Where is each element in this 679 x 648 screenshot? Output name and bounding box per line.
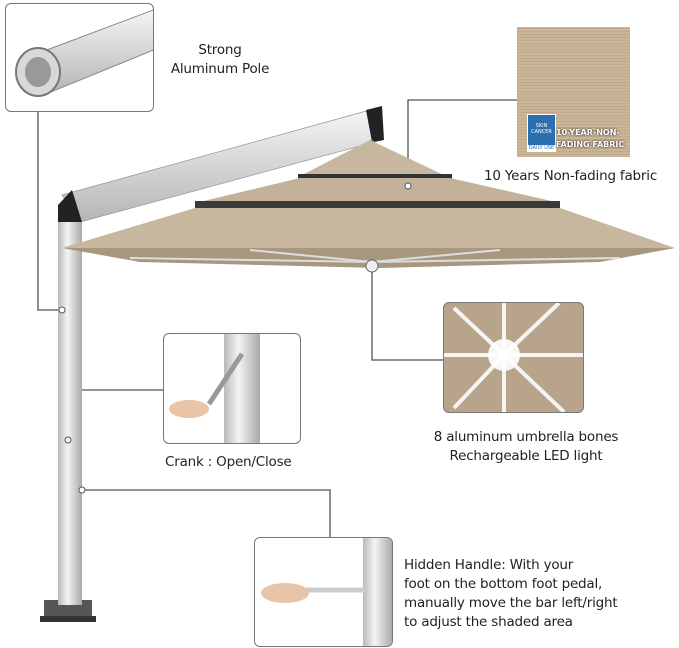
pole-label-line: Aluminum Pole	[170, 61, 270, 77]
canopy-main	[62, 208, 675, 248]
bones-label: 8 aluminum umbrella bones Rechargeable L…	[400, 428, 652, 466]
pole-label-line: Strong	[198, 42, 242, 58]
fabric-callout-line	[407, 99, 517, 186]
pole-cross-section-image	[15, 9, 153, 97]
hidden-handle-image	[261, 538, 392, 646]
handle-label-line: to adjust the shaded area	[404, 614, 573, 630]
led-bones-inset	[443, 302, 584, 413]
crank-image	[169, 334, 260, 443]
led-bones-image	[444, 303, 583, 412]
pole-callout-line	[37, 111, 62, 311]
canopy-underside	[62, 248, 675, 268]
hidden-handle-inset	[254, 537, 393, 647]
vertical-pole	[58, 205, 82, 605]
handle-label-line: Hidden Handle: With your	[404, 557, 574, 573]
canopy-vent-trim	[195, 201, 560, 208]
crank-inset	[163, 333, 301, 444]
pole-detail-inset	[5, 3, 154, 112]
fabric-label: 10 Years Non-fading fabric	[484, 168, 658, 184]
handle-label-line: manually move the bar left/right	[404, 595, 618, 611]
bones-callout-line	[371, 270, 443, 361]
bones-label-line: Rechargeable LED light	[449, 448, 603, 464]
handle-callout-line	[82, 489, 331, 537]
crank-label: Crank : Open/Close	[165, 454, 292, 470]
pole-label: Strong Aluminum Pole	[160, 41, 280, 79]
fabric-swatch: SKIN CANCER DAILY USE 10-YEAR-NON- FADIN…	[517, 27, 630, 157]
canopy-top-tier	[300, 140, 450, 178]
fabric-badge: 10-YEAR-NON- FADING FABRIC	[556, 128, 625, 149]
handle-label-line: foot on the bottom foot pedal,	[404, 576, 603, 592]
bones-label-line: 8 aluminum umbrella bones	[433, 429, 619, 445]
skin-cancer-logo: SKIN CANCER DAILY USE	[527, 114, 556, 152]
crank-callout-line	[67, 389, 163, 440]
handle-label: Hidden Handle: With your foot on the bot…	[404, 556, 618, 632]
